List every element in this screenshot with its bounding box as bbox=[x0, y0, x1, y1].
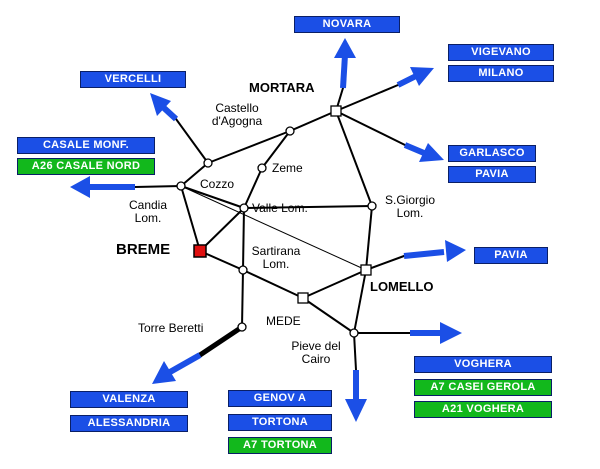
arrow-voghera bbox=[410, 322, 462, 344]
sign-a7-tortona: A7 TORTONA bbox=[228, 437, 332, 454]
town-node-sgiorgio bbox=[367, 201, 377, 211]
road-sartirana-mede bbox=[242, 269, 304, 299]
label-pieve-line1: Pieve del bbox=[291, 339, 341, 353]
sign-genova: GENOV A bbox=[228, 390, 332, 407]
sign-a21-voghera: A21 VOGHERA bbox=[414, 401, 552, 418]
town-node-candia bbox=[176, 181, 186, 191]
road-zeme-valle bbox=[243, 167, 263, 209]
arrow-genova-tortona bbox=[345, 370, 367, 422]
road-valle-sartirana bbox=[242, 207, 245, 271]
town-node-pieve bbox=[349, 328, 359, 338]
sign-novara: NOVARA bbox=[294, 16, 400, 33]
road-breme-sartirana bbox=[199, 250, 244, 271]
sign-a7-casei-gerola: A7 CASEI GEROLA bbox=[414, 379, 552, 396]
road-sartirana-torre bbox=[241, 269, 244, 328]
road-mortara-sgiorgio bbox=[335, 110, 373, 207]
town-node-castello bbox=[285, 126, 295, 136]
label-pieve-line2: Cairo bbox=[301, 352, 331, 366]
label-candia: Candia Lom. bbox=[120, 199, 176, 225]
label-castello: Castello d'Agogna bbox=[206, 102, 268, 128]
road-castello-cozzo bbox=[207, 130, 291, 164]
road-mortara-southeast bbox=[335, 110, 406, 146]
sign-valenza: VALENZA bbox=[70, 391, 188, 408]
road-cozzo-north bbox=[175, 118, 209, 164]
road-network bbox=[134, 84, 411, 371]
label-castello-line1: Castello bbox=[215, 101, 259, 115]
label-mede: MEDE bbox=[266, 314, 301, 328]
label-castello-line2: d'Agogna bbox=[211, 114, 263, 128]
road-candia-lomello bbox=[180, 185, 367, 271]
current-location-marker bbox=[193, 244, 207, 258]
sign-tortona: TORTONA bbox=[228, 414, 332, 431]
arrow-vercelli bbox=[150, 93, 179, 122]
arrow-garlasco-pavia bbox=[403, 142, 444, 162]
sign-vercelli: VERCELLI bbox=[80, 71, 186, 88]
sign-a26-casale-nord: A26 CASALE NORD bbox=[17, 158, 155, 175]
arrow-valenza-alessandria bbox=[152, 352, 202, 384]
junction-node-mede bbox=[297, 292, 309, 304]
label-cozzo: Cozzo bbox=[200, 177, 235, 191]
road-candia-west bbox=[134, 185, 182, 188]
road-cozzo-candia bbox=[180, 162, 209, 187]
label-sgiorgio-line1: S.Giorgio bbox=[384, 193, 436, 207]
town-node-torre bbox=[237, 322, 247, 332]
label-sgiorgio: S.Giorgio Lom. bbox=[380, 194, 440, 220]
road-valle-breme bbox=[199, 207, 245, 252]
road-sgiorgio-lomello bbox=[365, 205, 373, 271]
label-breme: BREME bbox=[116, 241, 171, 258]
road-lomello-pieve bbox=[353, 269, 367, 334]
road-mede-pieve bbox=[302, 297, 355, 334]
label-torre: Torre Beretti bbox=[138, 321, 204, 335]
arrow-vigevano-milano bbox=[396, 67, 434, 88]
label-valle: Valle Lom. bbox=[252, 201, 308, 215]
town-node-cozzo bbox=[203, 158, 213, 168]
label-candia-line1: Candia bbox=[128, 198, 168, 212]
label-sartirana: Sartirana Lom. bbox=[246, 245, 306, 271]
label-sartirana-line1: Sartirana bbox=[251, 244, 301, 258]
road-pieve-south bbox=[353, 332, 357, 371]
label-lomello: LOMELLO bbox=[370, 279, 434, 294]
road-castello-zeme bbox=[261, 130, 291, 169]
junction-node-mortara bbox=[330, 105, 342, 117]
town-node-sartirana bbox=[238, 265, 248, 275]
road-mortara-east bbox=[335, 84, 399, 112]
road-lomello-east bbox=[365, 255, 405, 271]
road-candia-valle bbox=[180, 185, 245, 209]
road-valle-sgiorgio bbox=[243, 205, 373, 209]
arrow-casale bbox=[70, 176, 135, 198]
town-node-zeme bbox=[257, 163, 267, 173]
label-pieve: Pieve del Cairo bbox=[280, 340, 352, 366]
sign-alessandria: ALESSANDRIA bbox=[70, 415, 188, 432]
sign-voghera: VOGHERA bbox=[414, 356, 552, 373]
sign-vigevano: VIGEVANO bbox=[448, 44, 554, 61]
junction-node-lomello bbox=[360, 264, 372, 276]
sign-casale: CASALE MONF. bbox=[17, 137, 155, 154]
label-sartirana-line2: Lom. bbox=[262, 257, 290, 271]
road-mortara-castello bbox=[289, 110, 337, 132]
road-torre-south bbox=[197, 324, 245, 358]
sign-milano: MILANO bbox=[448, 65, 554, 82]
arrow-pavia bbox=[403, 240, 466, 262]
label-zeme: Zeme bbox=[272, 161, 303, 175]
road-mede-lomello bbox=[302, 269, 367, 299]
town-node-valle bbox=[239, 203, 249, 213]
sign-pavia-east: PAVIA bbox=[474, 247, 548, 264]
arrow-novara bbox=[334, 38, 356, 89]
sign-pavia-north: PAVIA bbox=[448, 166, 536, 183]
label-candia-line2: Lom. bbox=[134, 211, 162, 225]
road-candia-breme bbox=[180, 185, 201, 252]
label-sgiorgio-line2: Lom. bbox=[396, 206, 424, 220]
label-mortara: MORTARA bbox=[249, 80, 315, 95]
sign-garlasco: GARLASCO bbox=[448, 145, 536, 162]
